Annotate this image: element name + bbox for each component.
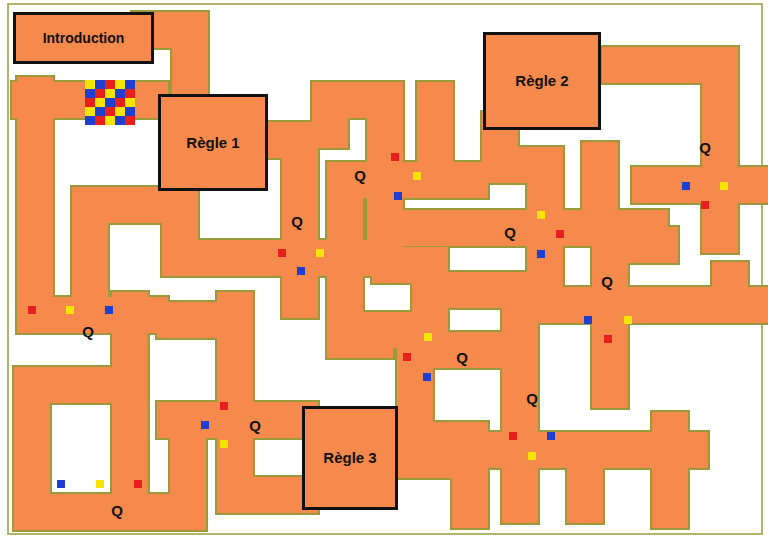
question-mark: Q [601, 274, 613, 289]
question-mark: Q [526, 391, 538, 406]
rule-box: Règle 3 [302, 406, 398, 510]
question-mark: Q [456, 350, 468, 365]
question-mark: Q [111, 503, 123, 518]
maze-corridor [30, 30, 752, 512]
rule-box: Introduction [13, 12, 154, 64]
box-title: Introduction [43, 30, 125, 46]
question-mark: Q [249, 418, 261, 433]
maze-outline [30, 30, 752, 512]
question-mark: Q [699, 140, 711, 155]
rule-box: Règle 2 [483, 32, 601, 130]
box-title: Règle 2 [515, 72, 568, 89]
box-title: Règle 1 [186, 134, 239, 151]
checkerboard [85, 80, 135, 125]
board-frame [8, 4, 762, 534]
question-mark: Q [82, 324, 94, 339]
question-mark: Q [504, 225, 516, 240]
rule-box: Règle 1 [158, 94, 268, 191]
question-mark: Q [354, 168, 366, 183]
question-mark: Q [291, 214, 303, 229]
box-title: Règle 3 [323, 449, 376, 466]
